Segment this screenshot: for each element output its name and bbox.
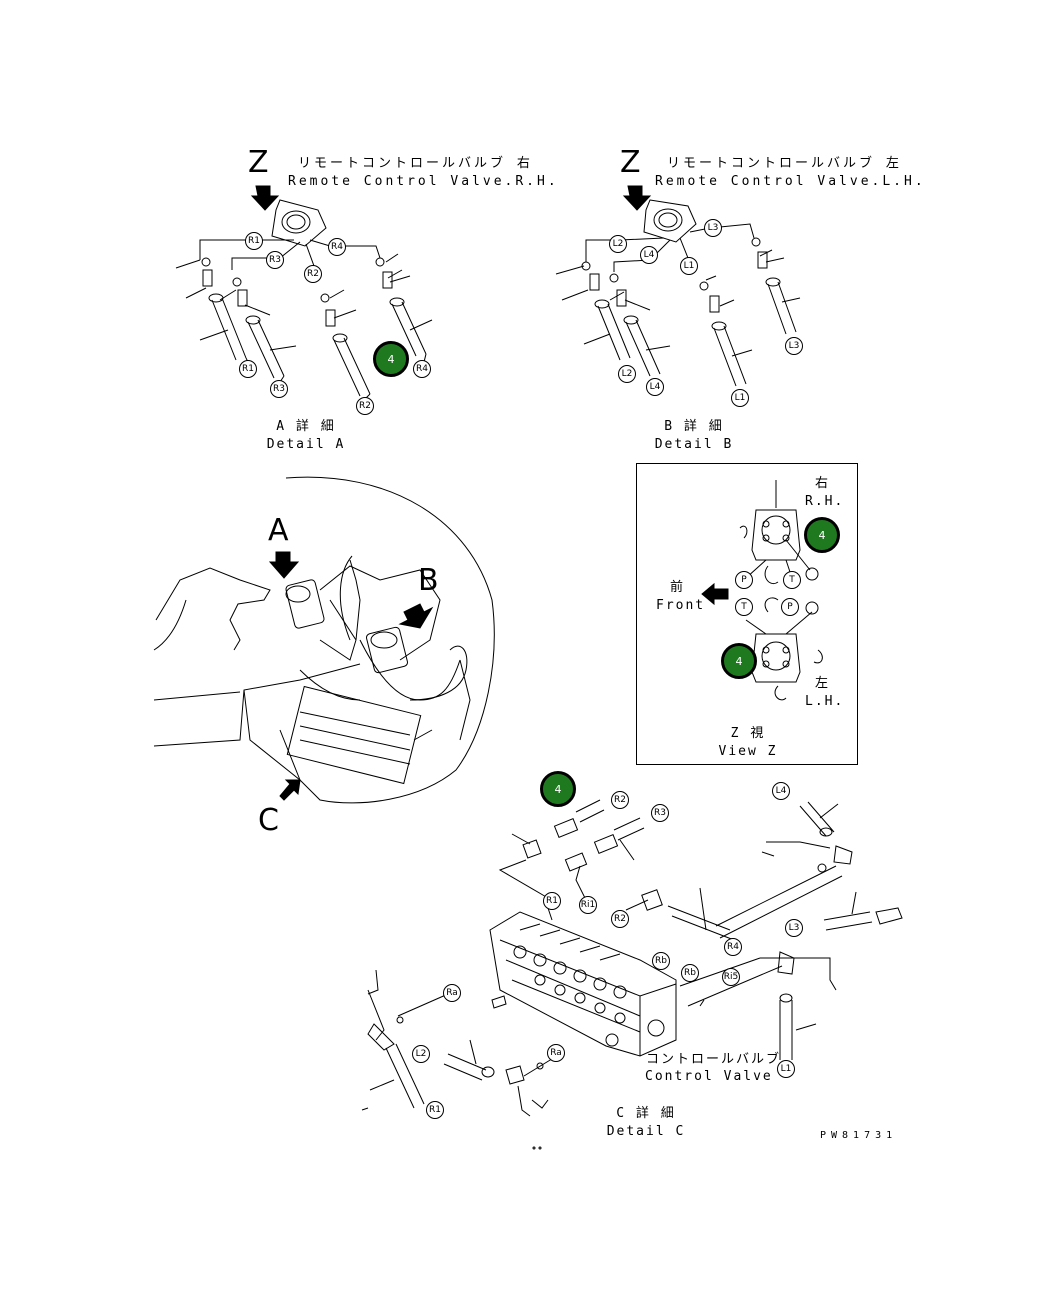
detail-b-tag: L1 bbox=[731, 389, 749, 407]
machine-outline bbox=[244, 477, 494, 803]
front-arrow bbox=[702, 584, 728, 604]
arrow-c bbox=[280, 780, 300, 800]
detail-c-tag: Ra bbox=[443, 984, 461, 1002]
detail-a-drawing bbox=[176, 186, 432, 398]
detail-b-tag: L1 bbox=[680, 257, 698, 275]
detail-c-tag: R2 bbox=[611, 791, 629, 809]
view-z-port: T bbox=[783, 571, 801, 589]
item-callout-4[interactable]: 4 bbox=[804, 517, 840, 553]
detail-b-view-letter: Z bbox=[620, 145, 641, 180]
item-callout-4[interactable]: 4 bbox=[540, 771, 576, 807]
detail-a-tag: R2 bbox=[356, 397, 374, 415]
detail-c-tag: Rb bbox=[681, 964, 699, 982]
z-view-arrow-b bbox=[624, 186, 650, 210]
rcv-rh-body bbox=[272, 200, 326, 246]
detail-a-caption-jp: A 詳 細 bbox=[276, 419, 336, 434]
detail-c-tag: R2 bbox=[611, 910, 629, 928]
detail-c-caption-jp: C 詳 細 bbox=[616, 1106, 676, 1121]
detail-b-title-en: Remote Control Valve.L.H. bbox=[655, 174, 926, 189]
view-z-drawing bbox=[702, 480, 822, 700]
view-z-port: T bbox=[735, 598, 753, 616]
z-view-arrow-a bbox=[252, 186, 278, 210]
control-valve-overview bbox=[287, 687, 420, 784]
view-z-lh-jp: 左 bbox=[815, 676, 831, 691]
view-z-lh-en: L.H. bbox=[805, 694, 845, 709]
detail-c-tag: L2 bbox=[412, 1045, 430, 1063]
detail-c-tag: L1 bbox=[777, 1060, 795, 1078]
overview-label-c: C bbox=[258, 803, 279, 838]
control-valve-block bbox=[490, 912, 676, 1056]
view-z-port: P bbox=[781, 598, 799, 616]
item-callout-4[interactable]: 4 bbox=[721, 643, 757, 679]
detail-c-tag: R3 bbox=[651, 804, 669, 822]
detail-a-view-letter: Z bbox=[248, 145, 269, 180]
detail-c-caption-en: Detail C bbox=[606, 1124, 686, 1139]
detail-a-title-en: Remote Control Valve.R.H. bbox=[288, 174, 559, 189]
view-z-front-en: Front bbox=[656, 598, 706, 613]
detail-b-caption-en: Detail B bbox=[654, 437, 734, 452]
detail-c-tag: Ra bbox=[547, 1044, 565, 1062]
detail-b-tag: L4 bbox=[646, 378, 664, 396]
detail-a-tag: R1 bbox=[245, 232, 263, 250]
detail-b-tag: L4 bbox=[640, 246, 658, 264]
arrow-a bbox=[270, 552, 298, 578]
detail-a-tag: R3 bbox=[266, 251, 284, 269]
view-z-port: P bbox=[735, 571, 753, 589]
view-z-caption-jp: Z 視 bbox=[730, 726, 766, 741]
view-z-caption-en: View Z bbox=[718, 744, 778, 759]
drawing-number: PW81731 bbox=[820, 1130, 898, 1141]
rcv-lh-body bbox=[644, 200, 696, 242]
detail-c-tag: Rb bbox=[652, 952, 670, 970]
detail-a-tag: R4 bbox=[413, 360, 431, 378]
item-callout-4[interactable]: 4 bbox=[373, 341, 409, 377]
detail-c-tag: R1 bbox=[426, 1101, 444, 1119]
overview-label-a: A bbox=[268, 513, 289, 548]
detail-b-tag: L3 bbox=[785, 337, 803, 355]
detail-b-title-jp: リモートコントロールバルブ 左 bbox=[667, 156, 902, 171]
detail-b-tag: L3 bbox=[704, 219, 722, 237]
detail-b-tag: L2 bbox=[609, 235, 627, 253]
detail-c-tag: R4 bbox=[724, 938, 742, 956]
detail-a-tag: R4 bbox=[328, 238, 346, 256]
arrow-b bbox=[400, 604, 432, 628]
detail-c-tag: L3 bbox=[785, 919, 803, 937]
view-z-front-jp: 前 bbox=[670, 580, 686, 595]
detail-a-tag: R3 bbox=[270, 380, 288, 398]
detail-c-tag: L4 bbox=[772, 782, 790, 800]
overview-drawing bbox=[154, 477, 494, 803]
detail-b-caption-jp: B 詳 細 bbox=[664, 419, 724, 434]
detail-a-caption-en: Detail A bbox=[266, 437, 346, 452]
view-z-rh-jp: 右 bbox=[815, 476, 831, 491]
detail-a-tag: R1 bbox=[239, 360, 257, 378]
detail-c-tag: Ri1 bbox=[579, 896, 597, 914]
view-z-rh-en: R.H. bbox=[805, 494, 845, 509]
detail-c-drawing bbox=[362, 800, 902, 1149]
detail-c-tag: R1 bbox=[543, 892, 561, 910]
overview-label-b: B bbox=[418, 563, 439, 598]
detail-a-tag: R2 bbox=[304, 265, 322, 283]
detail-c-title-en: Control Valve bbox=[645, 1069, 773, 1084]
detail-a-title-jp: リモートコントロールバルブ 右 bbox=[298, 156, 533, 171]
detail-b-drawing bbox=[556, 186, 800, 386]
detail-c-title-jp: コントロールバルブ bbox=[646, 1052, 782, 1067]
detail-c-tag: Ri5 bbox=[722, 968, 740, 986]
view-z-panel bbox=[636, 463, 858, 765]
detail-b-tag: L2 bbox=[618, 365, 636, 383]
